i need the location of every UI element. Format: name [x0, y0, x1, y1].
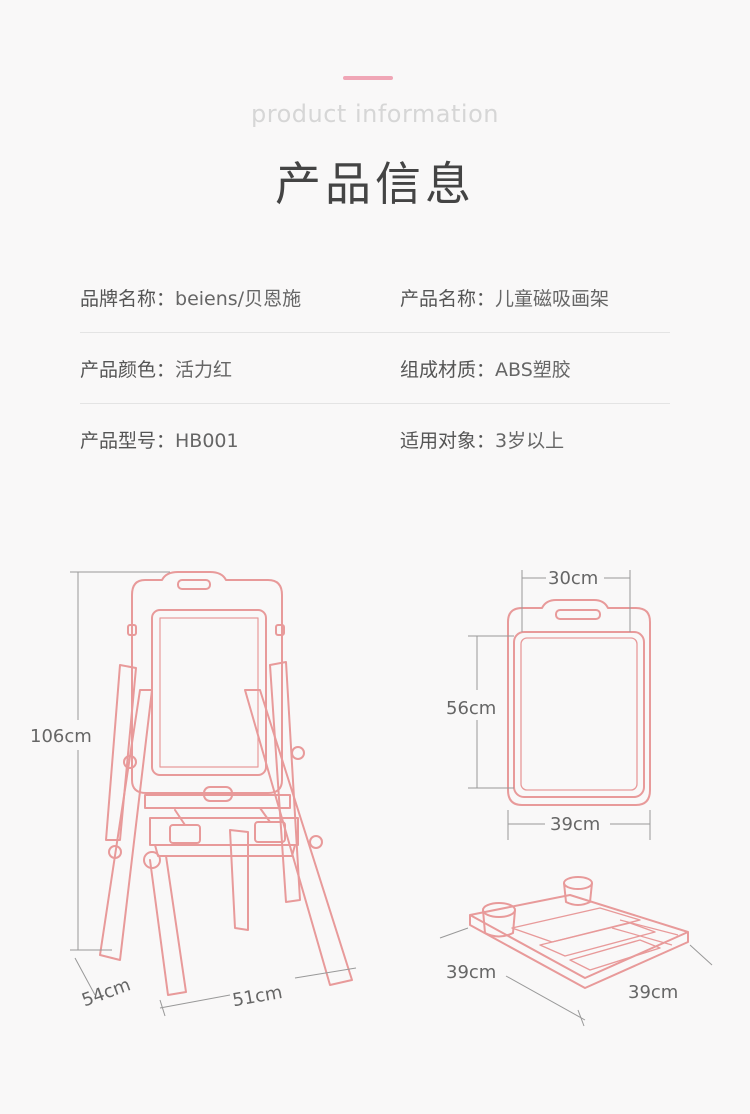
- tray-dimension-lines: [439, 927, 713, 1027]
- section-title: 产品信息: [275, 157, 475, 211]
- easel-width-label: 51cm: [231, 982, 284, 1011]
- board-outer-width-label: 39cm: [550, 814, 600, 835]
- info-row: 产品型号：HB001 适用对象：3岁以上: [80, 404, 670, 474]
- info-value: ABS塑胶: [495, 358, 571, 381]
- info-label: 产品名称：: [400, 287, 496, 310]
- info-color: 产品颜色：活力红: [80, 355, 350, 382]
- board-height-label: 56cm: [446, 698, 496, 719]
- accent-bar: [343, 76, 393, 80]
- info-value: 儿童磁吸画架: [495, 287, 610, 310]
- info-value: beiens/贝恩施: [175, 287, 302, 310]
- info-row: 品牌名称：beiens/贝恩施 产品名称：儿童磁吸画架: [80, 262, 670, 333]
- easel-height-label: 106cm: [30, 726, 92, 747]
- section-subtitle: product information: [251, 100, 499, 128]
- tray-illustration: [469, 876, 689, 989]
- info-label: 适用对象：: [400, 429, 496, 452]
- board-inner-width-label: 30cm: [548, 568, 598, 589]
- info-product-name: 产品名称：儿童磁吸画架: [350, 284, 670, 311]
- easel-illustration: [99, 571, 353, 996]
- info-value: HB001: [175, 429, 239, 452]
- info-row: 产品颜色：活力红 组成材质：ABS塑胶: [80, 333, 670, 404]
- info-label: 产品颜色：: [80, 358, 176, 381]
- info-value: 活力红: [175, 358, 233, 381]
- product-info-table: 品牌名称：beiens/贝恩施 产品名称：儿童磁吸画架 产品颜色：活力红 组成材…: [80, 262, 670, 474]
- info-label: 品牌名称：: [80, 287, 176, 310]
- info-label: 组成材质：: [400, 358, 496, 381]
- info-value: 3岁以上: [495, 429, 565, 452]
- info-brand: 品牌名称：beiens/贝恩施: [80, 284, 350, 311]
- tray-depth-label: 39cm: [446, 962, 496, 983]
- info-material: 组成材质：ABS塑胶: [350, 355, 670, 382]
- product-dimension-diagram: 106cm 54cm 51cm 30cm 56cm 39cm: [30, 568, 713, 1027]
- easel-dimension-lines: [70, 571, 357, 1017]
- info-model: 产品型号：HB001: [80, 426, 350, 453]
- board-illustration: [507, 599, 651, 806]
- info-age: 适用对象：3岁以上: [350, 426, 670, 453]
- tray-width-label: 39cm: [628, 982, 678, 1003]
- info-label: 产品型号：: [80, 429, 176, 452]
- board-dimension-lines: [468, 570, 651, 840]
